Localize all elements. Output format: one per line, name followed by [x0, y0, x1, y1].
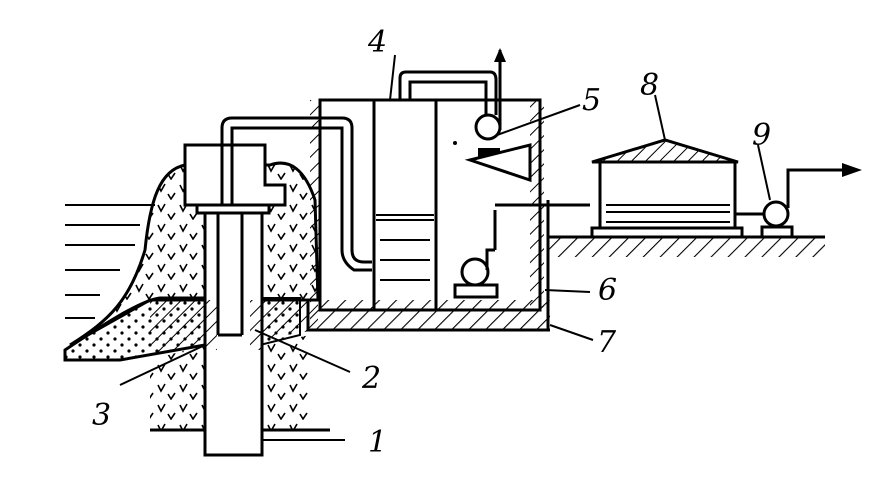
right-ground [546, 235, 825, 330]
leader-lines [119, 54, 771, 441]
label-1: 1 [368, 425, 387, 460]
delivery-pump [735, 163, 862, 239]
label-4: 4 [367, 25, 387, 60]
lower-ground [150, 335, 330, 432]
label-3: 3 [92, 398, 111, 433]
gravel-layer [63, 296, 301, 362]
label-2: 2 [361, 361, 381, 396]
suction-pipe [220, 116, 372, 272]
label-9: 9 [752, 118, 771, 153]
labels: 1 2 3 4 5 6 7 8 9 [92, 25, 771, 460]
label-8: 8 [640, 68, 659, 103]
wellhead-housing [183, 143, 287, 207]
tank-water [376, 214, 434, 281]
treatment-building [306, 70, 550, 332]
label-5: 5 [582, 83, 601, 118]
well-casing [195, 201, 271, 457]
lower-pump [453, 203, 590, 299]
storage-reservoir [590, 138, 744, 239]
upper-pump [453, 48, 532, 183]
label-7: 7 [597, 325, 617, 360]
label-6: 6 [598, 273, 617, 308]
water-body [65, 204, 155, 319]
